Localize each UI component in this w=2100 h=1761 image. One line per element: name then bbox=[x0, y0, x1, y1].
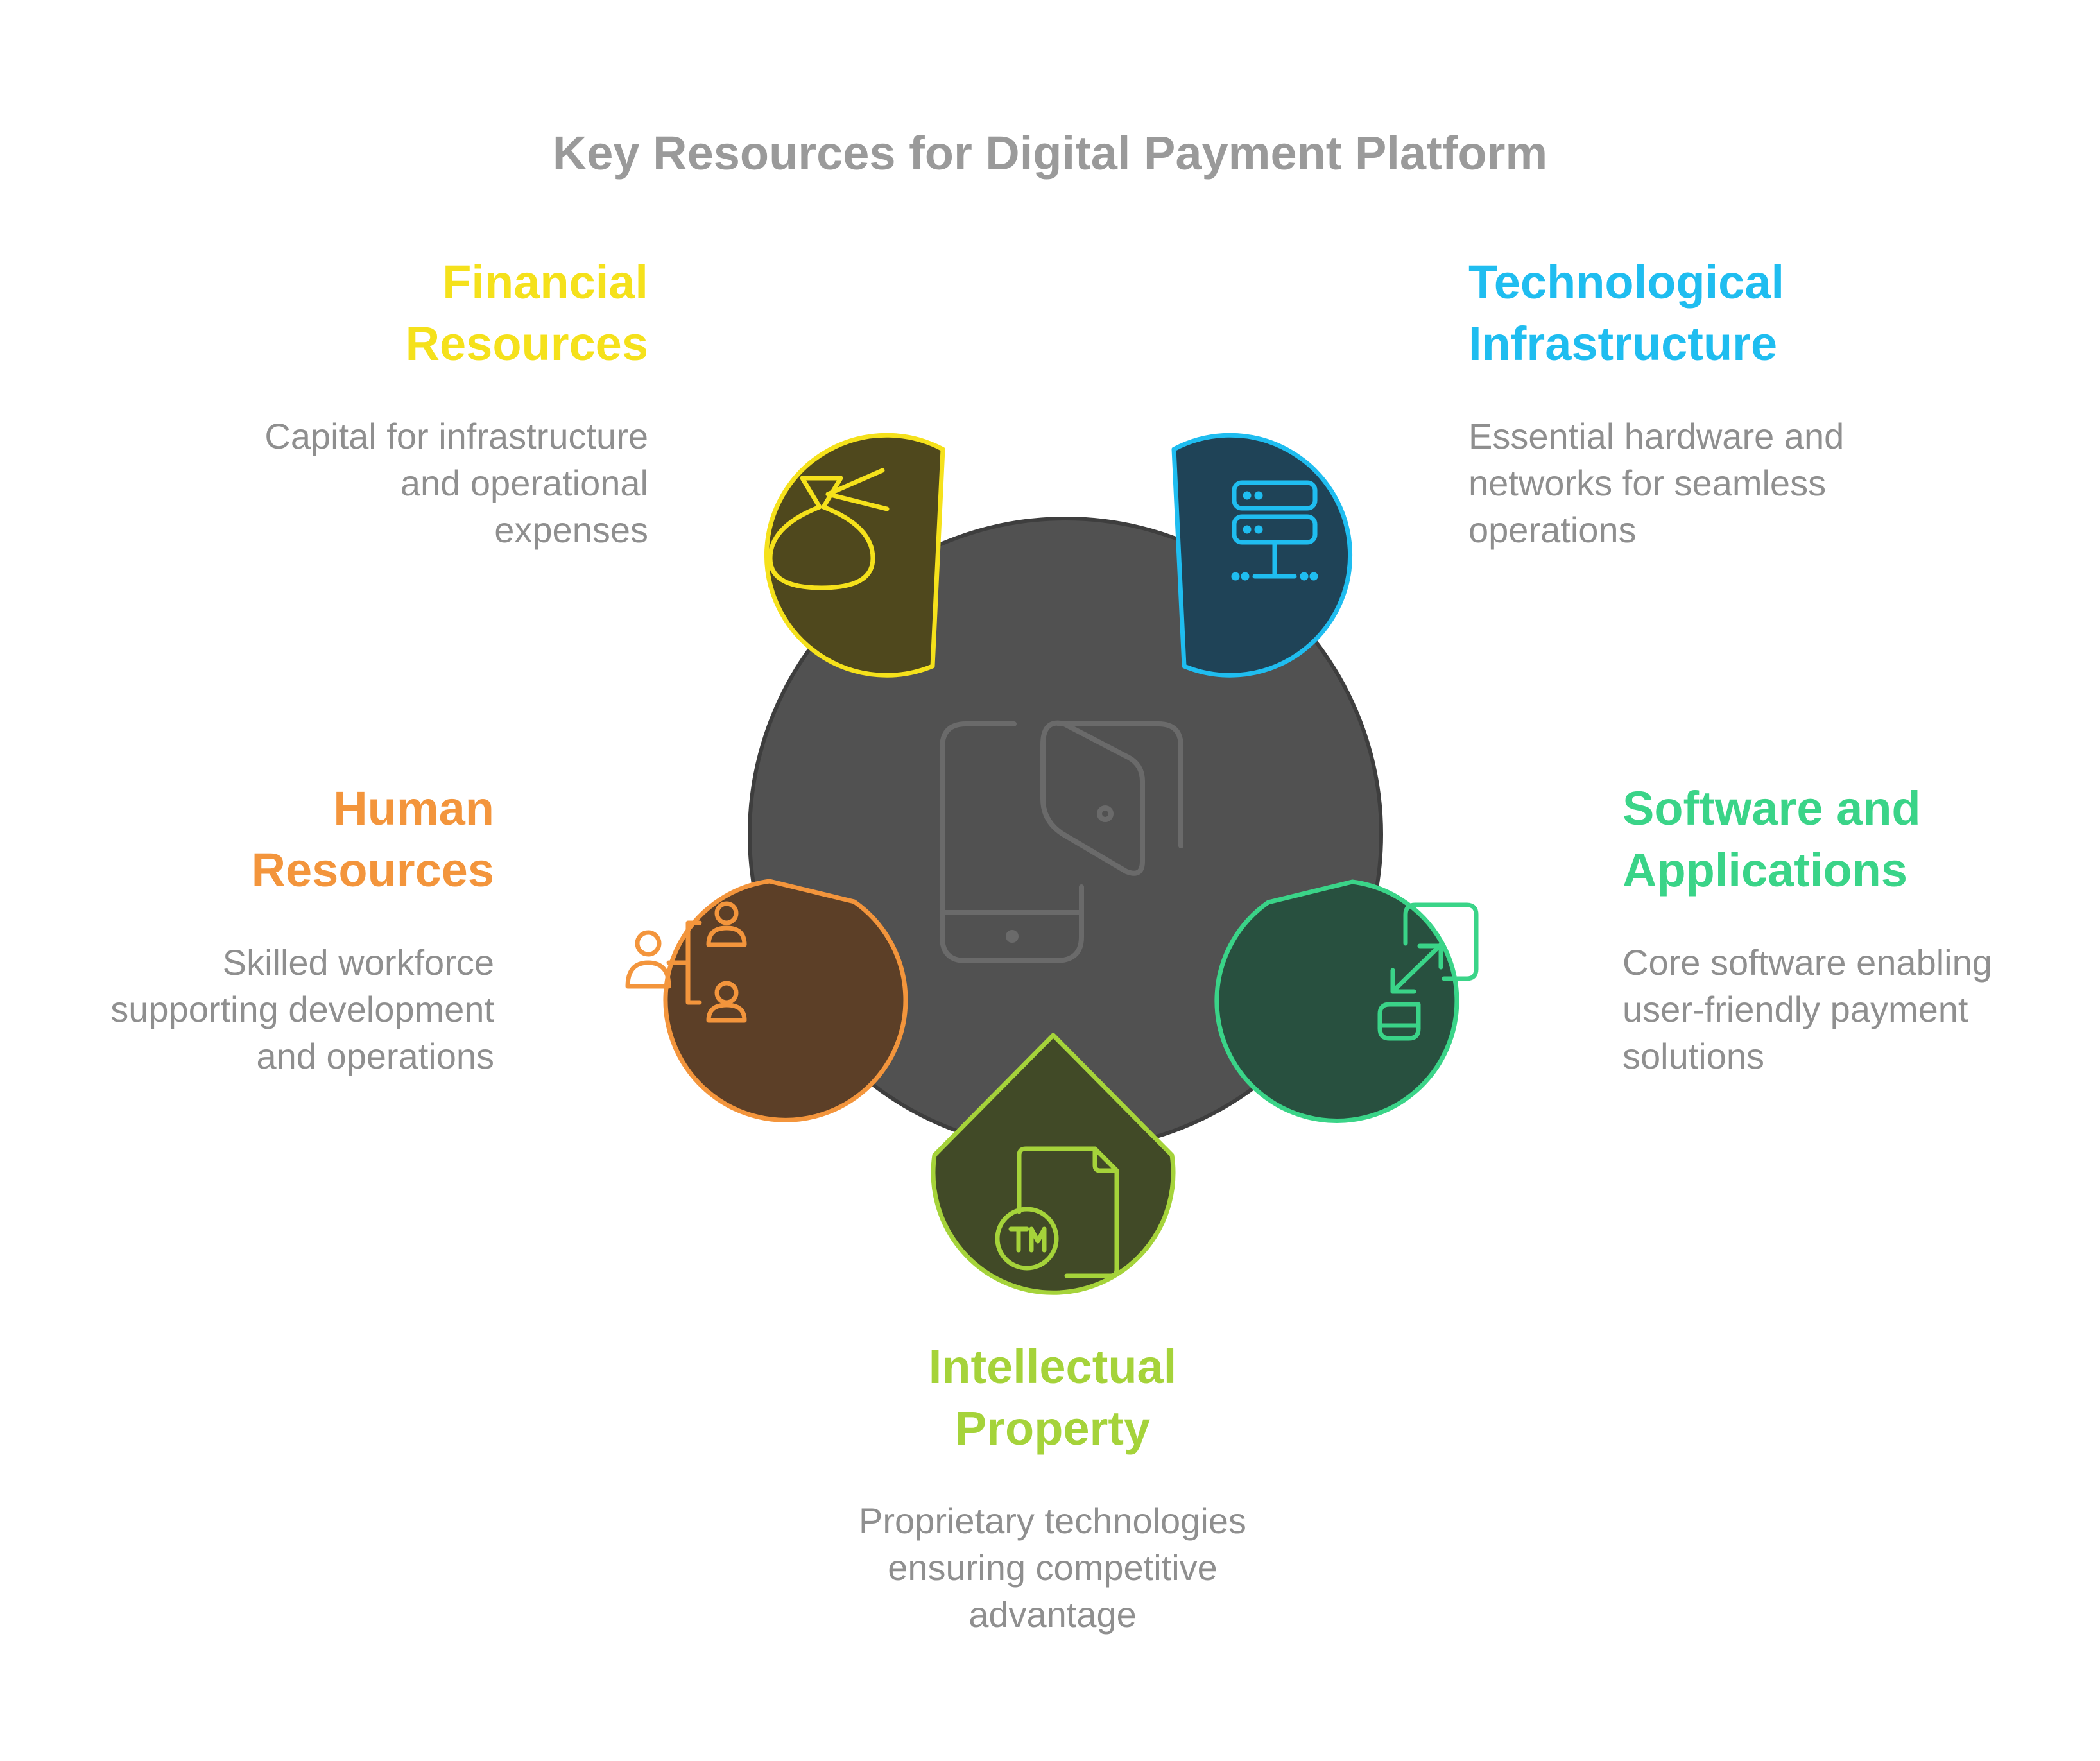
human-bubble bbox=[625, 879, 908, 1122]
software-description: Core software enabling user-friendly pay… bbox=[1622, 942, 1992, 1076]
technological-description: Essential hardware and networks for seam… bbox=[1468, 416, 1845, 550]
server-network-icon bbox=[1231, 480, 1318, 581]
intellectual-title: Intellectual Property bbox=[928, 1340, 1177, 1455]
intellectual-description: Proprietary technologies ensuring compet… bbox=[859, 1500, 1246, 1635]
money-bag-icon bbox=[768, 468, 890, 590]
financial-title: Financial Resources bbox=[405, 255, 648, 370]
smartphone-wallet-icon bbox=[940, 720, 1183, 963]
page-title: Key Resources for Digital Payment Platfo… bbox=[552, 126, 1548, 180]
financial-bubble bbox=[764, 433, 945, 678]
trademark-document-icon bbox=[995, 1146, 1119, 1278]
intellectual-bubble bbox=[931, 1033, 1176, 1295]
org-chart-people-icon bbox=[625, 901, 747, 1023]
technological-bubble bbox=[1171, 433, 1353, 678]
transfer-devices-icon bbox=[1377, 902, 1479, 1041]
software-bubble bbox=[1214, 879, 1479, 1123]
financial-description: Capital for infrastructure and operation… bbox=[264, 416, 648, 550]
software-title: Software and Applications bbox=[1622, 782, 1921, 897]
human-description: Skilled workforce supporting development… bbox=[110, 942, 494, 1076]
human-title: Human Resources bbox=[251, 782, 494, 897]
technological-title: Technological Infrastructure bbox=[1468, 255, 1785, 370]
